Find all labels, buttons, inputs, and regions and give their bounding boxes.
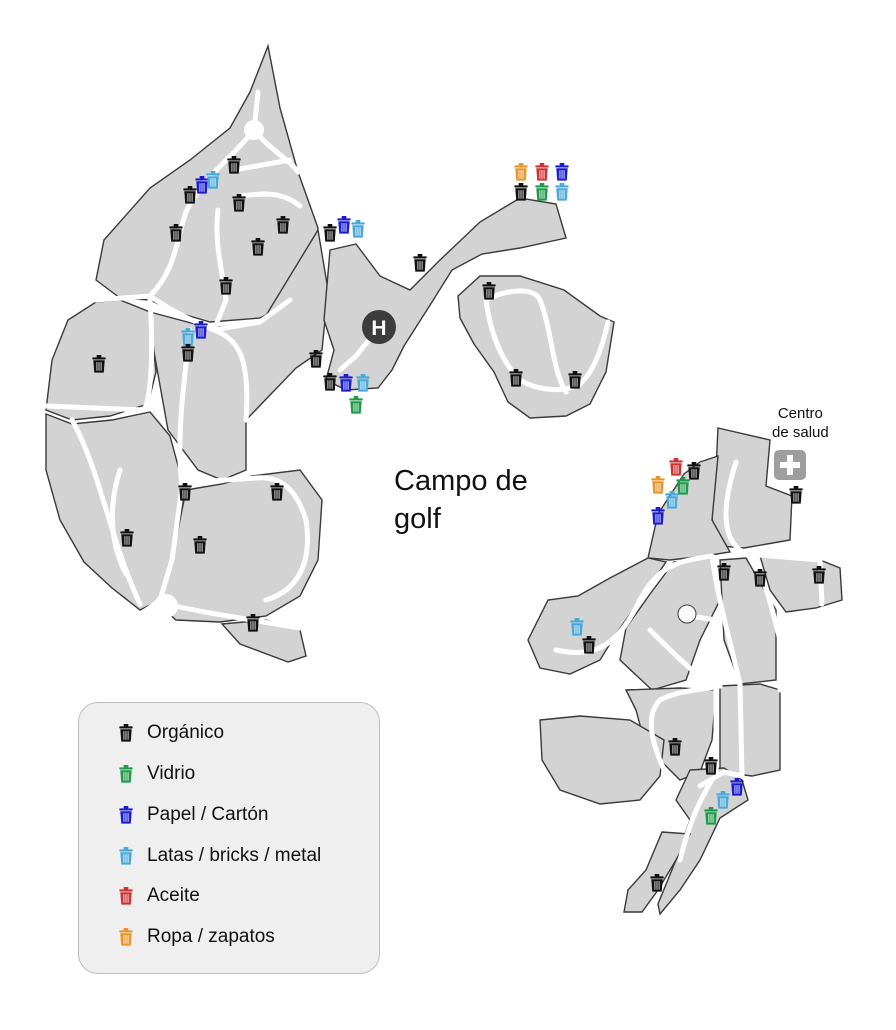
legend-label-vidrio: Vidrio: [147, 763, 196, 784]
latas-bin-icon: [555, 183, 569, 201]
papel-bin-icon: [119, 806, 133, 824]
latas-bin-icon: [181, 328, 195, 346]
legend-item-latas: Latas / bricks / metal: [117, 841, 321, 871]
legend-item-ropa: Ropa / zapatos: [117, 922, 275, 952]
ropa-bin-icon: [119, 928, 133, 946]
organico-bin-icon: [812, 566, 826, 584]
organico-bin-icon: [251, 238, 265, 256]
latas-bin-icon: [119, 847, 133, 865]
legend-item-organico: Orgánico: [117, 718, 224, 748]
papel-bin-icon: [339, 374, 353, 392]
organico-bin-icon: [704, 757, 718, 775]
legend-label-ropa: Ropa / zapatos: [147, 926, 275, 947]
golf-label-line2: golf: [394, 503, 441, 535]
legend-label-organico: Orgánico: [147, 722, 225, 743]
hospital-letter: H: [371, 317, 386, 340]
west-block-west: [45, 299, 157, 421]
organico-bin-icon: [246, 614, 260, 632]
vidrio-bin-icon: [119, 765, 133, 783]
legend-item-aceite: Aceite: [117, 881, 200, 911]
organico-bin-icon: [323, 224, 337, 242]
organico-bin-icon: [183, 186, 197, 204]
organico-bin-icon: [668, 738, 682, 756]
organico-bin-icon: [178, 483, 192, 501]
organico-bin-icon: [169, 224, 183, 242]
organico-bin-icon: [687, 462, 701, 480]
organico-bin-icon: [650, 874, 664, 892]
east-block-south-right: [719, 683, 781, 777]
latas-bin-icon: [570, 618, 584, 636]
ropa-bin-icon: [119, 928, 133, 946]
health-label-line2: de salud: [772, 424, 829, 441]
vidrio-bin-icon: [119, 765, 133, 783]
organico-bin-icon: [753, 569, 767, 587]
legend-label-aceite: Aceite: [147, 885, 200, 906]
aceite-bin-icon: [669, 458, 683, 476]
ropa-bin-icon: [651, 476, 665, 494]
center-roads: [337, 288, 611, 395]
legend-label-latas: Latas / bricks / metal: [147, 845, 322, 866]
organico-bin-icon: [413, 254, 427, 272]
vidrio-bin-icon: [535, 183, 549, 201]
organico-bin-icon: [119, 724, 133, 742]
legend-panel: Orgánico Vidrio Papel / Cartón Latas / b…: [78, 702, 380, 974]
organico-bin-icon: [717, 563, 731, 581]
latas-bin-icon: [119, 847, 133, 865]
papel-bin-icon: [651, 507, 665, 525]
legend-item-papel: Papel / Cartón: [117, 800, 268, 830]
papel-bin-icon: [194, 321, 208, 339]
legend-label-papel: Papel / Cartón: [147, 804, 269, 825]
papel-bin-icon: [555, 163, 569, 181]
vidrio-bin-icon: [704, 807, 718, 825]
papel-bin-icon: [195, 176, 209, 194]
west-roundabouts: [154, 120, 264, 618]
organico-bin-icon: [270, 483, 284, 501]
health-center-label: Centro de salud: [772, 404, 829, 442]
organico-bin-icon: [119, 724, 133, 742]
hospital-icon[interactable]: [362, 310, 396, 344]
health-label-line1: Centro: [777, 405, 823, 422]
organico-bin-icon: [582, 636, 596, 654]
east-roundabout: [677, 604, 697, 624]
golf-label-line1: Campo de: [394, 465, 528, 497]
papel-bin-icon: [337, 216, 351, 234]
aceite-bin-icon: [119, 887, 133, 905]
aceite-bin-icon: [535, 163, 549, 181]
organico-bin-icon: [568, 371, 582, 389]
organico-bin-icon: [227, 156, 241, 174]
golf-course-label: Campo de golf: [394, 462, 528, 538]
east-block-lake: [539, 715, 665, 805]
organico-bin-icon: [323, 373, 337, 391]
vidrio-bin-icon: [349, 396, 363, 414]
papel-bin-icon: [119, 806, 133, 824]
latas-bin-icon: [351, 220, 365, 238]
organico-bin-icon: [482, 282, 496, 300]
vidrio-bin-icon: [676, 477, 690, 495]
papel-bin-icon: [730, 778, 744, 796]
latas-bin-icon: [206, 171, 220, 189]
latas-bin-icon: [665, 491, 679, 509]
organico-bin-icon: [276, 216, 290, 234]
organico-bin-icon: [514, 183, 528, 201]
organico-bin-icon: [120, 529, 134, 547]
health-center-icon[interactable]: [774, 450, 806, 480]
east-block-north: [709, 427, 793, 549]
organico-bin-icon: [789, 486, 803, 504]
latas-bin-icon: [356, 374, 370, 392]
organico-bin-icon: [232, 194, 246, 212]
organico-bin-icon: [92, 355, 106, 373]
organico-bin-icon: [181, 344, 195, 362]
aceite-bin-icon: [119, 887, 133, 905]
ropa-bin-icon: [514, 163, 528, 181]
legend-item-vidrio: Vidrio: [117, 759, 195, 789]
organico-bin-icon: [509, 369, 523, 387]
latas-bin-icon: [716, 791, 730, 809]
organico-bin-icon: [219, 277, 233, 295]
organico-bin-icon: [309, 350, 323, 368]
organico-bin-icon: [193, 536, 207, 554]
